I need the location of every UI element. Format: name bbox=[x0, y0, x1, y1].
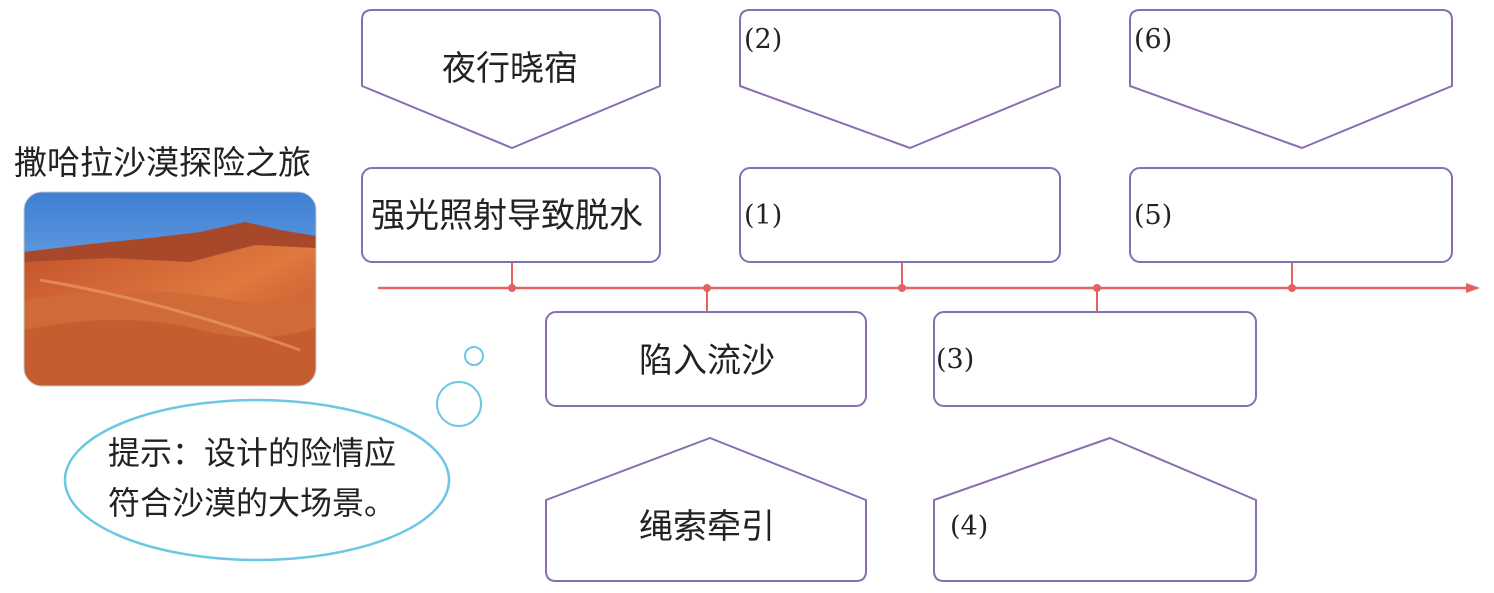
top-solution-1-label: 夜行晓宿 bbox=[442, 49, 578, 89]
timeline-node bbox=[703, 284, 711, 292]
top-danger-1-label: 强光照射导致脱水 bbox=[371, 196, 643, 236]
bottom-solution-box-2 bbox=[933, 437, 1257, 582]
top-solution-box-3 bbox=[1129, 9, 1453, 149]
top-danger-2-label: (1) bbox=[744, 200, 783, 231]
bottom-solution-2-label: (4) bbox=[950, 511, 989, 542]
bottom-solution-box-1 bbox=[545, 437, 867, 582]
top-danger-box-1 bbox=[361, 167, 661, 263]
top-solution-3-label: (6) bbox=[1134, 24, 1173, 55]
bottom-danger-box-1 bbox=[545, 311, 867, 407]
bottom-danger-box-2 bbox=[933, 311, 1257, 407]
top-danger-3-label: (5) bbox=[1134, 200, 1173, 231]
top-solution-box-2 bbox=[739, 9, 1061, 149]
sahara-desert-photo bbox=[23, 191, 317, 387]
top-solution-box-1 bbox=[361, 9, 661, 149]
top-danger-box-3 bbox=[1129, 167, 1453, 263]
top-solution-2-label: (2) bbox=[744, 24, 783, 55]
thought-bubbles bbox=[63, 346, 484, 562]
hint-bubble bbox=[63, 398, 451, 562]
timeline-node bbox=[898, 284, 906, 292]
diagram-title: 撒哈拉沙漠探险之旅 bbox=[14, 143, 311, 182]
timeline-arrowhead bbox=[1466, 283, 1480, 293]
bottom-solution-1-label: 绳索牵引 bbox=[639, 507, 775, 547]
timeline-node bbox=[1288, 284, 1296, 292]
bottom-danger-2-label: (3) bbox=[936, 344, 975, 375]
hint-line-1: 提示：设计的险情应 bbox=[108, 434, 397, 472]
top-danger-box-2 bbox=[739, 167, 1061, 263]
timeline-node bbox=[508, 284, 516, 292]
timeline-node bbox=[1093, 284, 1101, 292]
timeline bbox=[378, 262, 1480, 312]
hint-line-2: 符合沙漠的大场景。 bbox=[108, 484, 397, 522]
bottom-danger-1-label: 陷入流沙 bbox=[639, 341, 775, 381]
